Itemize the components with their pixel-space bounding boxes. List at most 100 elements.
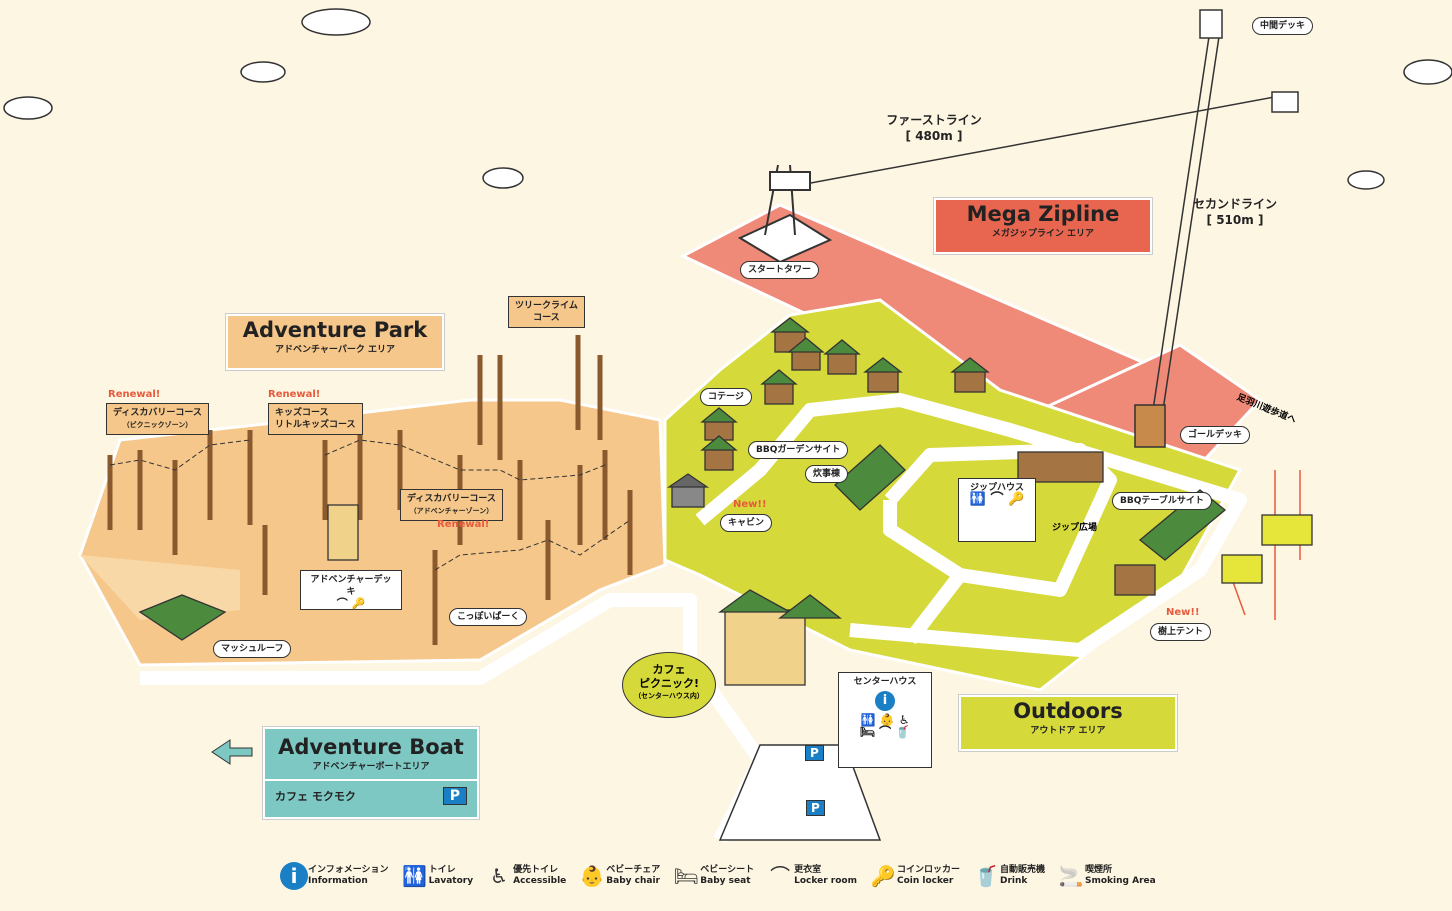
goal-deck: [1134, 404, 1166, 448]
baby-chair-icon: 👶: [579, 864, 605, 888]
cottages: [666, 317, 990, 508]
parking-icon: P: [442, 787, 467, 805]
outdoors-title-en: Outdoors: [1013, 699, 1123, 723]
legend-jp: 優先トイレ: [513, 865, 559, 875]
new-cabin: New!!: [733, 499, 767, 510]
zipline-title-jp: メガジップライン エリア: [991, 229, 1095, 239]
renewal-kids: Renewal!: [268, 389, 321, 400]
boat-cafe-row: カフェ モクモク P: [265, 779, 477, 811]
first-line-name: ファーストライン: [886, 113, 982, 127]
label-goal-deck: ゴールデッキ: [1180, 426, 1251, 444]
label-discovery-2a: ディスカバリーコース: [407, 494, 496, 504]
legend-en: Baby seat: [700, 876, 751, 886]
legend-jp: ベビーチェア: [606, 865, 661, 875]
boat-title-en: Adventure Boat: [278, 735, 464, 759]
legend-jp: ベビーシート: [700, 865, 755, 875]
legend-en: Lavatory: [428, 876, 474, 886]
boat-area-title: Adventure Boat アドベンチャーボートエリア カフェ モクモク P: [262, 726, 480, 820]
label-tree-climb-1: ツリークライム: [515, 301, 578, 311]
clouds: [3, 8, 1452, 190]
tree-tent-1: [1261, 514, 1313, 546]
boat-title-jp: アドベンチャーボートエリア: [312, 762, 430, 772]
label-koppoi: こっぽいぱーく: [449, 608, 528, 626]
park-title-jp: アドベンチャーパーク エリア: [275, 345, 395, 355]
renewal-discovery-2: Renewal!: [437, 519, 490, 530]
info-icon: i: [280, 862, 308, 890]
label-kids-1: キッズコース: [275, 408, 329, 418]
drink-icon: 🥤: [973, 864, 999, 888]
start-tower: [737, 164, 833, 264]
tree-tent-2: [1221, 554, 1263, 584]
zip-cables: [799, 29, 1286, 431]
legend-jp: インフォメーション: [308, 865, 389, 875]
toilet-building: [1114, 564, 1156, 596]
label-discovery-1a: ディスカバリーコース: [113, 408, 202, 418]
legend-en: Accessible: [513, 876, 567, 886]
label-center-house: センターハウス: [853, 677, 917, 687]
first-line-length: [ 480m ]: [905, 129, 963, 143]
cafe-picnic-2: ピクニック!: [638, 677, 700, 690]
center-house-icons: 🚻 👶 ♿: [860, 713, 910, 727]
outdoors-zone: [663, 298, 1243, 692]
coin-locker-icon: 🔑: [870, 864, 896, 888]
label-start-tower: スタートタワー: [740, 261, 820, 279]
adv-deck-box: アドベンチャーデッキ ⌒ 🔑: [300, 570, 402, 610]
first-line-label: ファーストライン [ 480m ]: [874, 112, 994, 144]
label-cottage: コテージ: [700, 388, 752, 406]
legend-jp: コインロッカー: [896, 865, 960, 875]
label-tree-climb-2: コース: [533, 313, 560, 323]
lavatory-icon: 🚻: [402, 864, 428, 888]
discovery-1-box: ディスカバリーコース （ピクニックゾーン）: [106, 403, 209, 435]
smoking-icon: 🚬: [1058, 864, 1084, 888]
new-tree-tent: New!!: [1166, 607, 1200, 618]
legend-jp: トイレ: [428, 865, 456, 875]
boat-arrow-icon: [211, 739, 253, 765]
zip-house-building: [1017, 451, 1104, 483]
tree-climb-box: ツリークライム コース: [508, 296, 585, 328]
accessible-icon: ♿: [490, 864, 509, 888]
legend-en: Information: [308, 876, 368, 886]
info-icon: i: [875, 691, 895, 711]
center-house: [718, 589, 842, 686]
label-zip-house: ジップハウス: [969, 483, 1024, 493]
zip-house-icons: 🚻 ⌒ 🔑: [969, 492, 1025, 507]
label-kids-2: リトルキッズコース: [275, 420, 356, 430]
adv-deck-icons: ⌒ 🔑: [336, 597, 366, 610]
label-zip-square: ジップ広場: [1052, 523, 1098, 533]
cafe-picnic-1: カフェ: [652, 663, 686, 676]
label-bbq-garden: BBQガーデンサイト: [748, 441, 849, 459]
kids-box: キッズコース リトルキッズコース: [268, 403, 363, 435]
legend-en: Smoking Area: [1085, 876, 1156, 886]
label-discovery-1b: （ピクニックゾーン）: [122, 421, 193, 429]
discovery-2-box: ディスカバリーコース （アドベンチャーゾーン）: [400, 489, 503, 521]
label-discovery-2b: （アドベンチャーゾーン）: [409, 507, 494, 515]
kitchen-roof: [834, 444, 906, 511]
label-adv-deck: アドベンチャーデッキ: [310, 575, 392, 597]
parking-icon-1: P: [805, 745, 824, 761]
legend-en: Coin locker: [896, 876, 954, 886]
adventure-deck-house: [327, 504, 359, 561]
second-line-label: セカンドライン [ 510m ]: [1180, 196, 1290, 228]
label-kitchen: 炊事棟: [805, 465, 849, 483]
mash-roof: [138, 594, 227, 641]
center-house-box: センターハウス i 🚻 👶 ♿ 🛏 ⌒ 🥤: [838, 672, 932, 768]
boat-cafe-label: カフェ モクモク: [275, 790, 356, 803]
rope-courses: [109, 439, 631, 571]
label-tree-tent: 樹上テント: [1150, 623, 1212, 641]
second-line-name: セカンドライン: [1192, 197, 1277, 211]
zipline-title-en: Mega Zipline: [966, 202, 1120, 226]
cafe-picnic-bubble: カフェ ピクニック! （センターハウス内）: [622, 652, 716, 718]
zip-house-box: ジップハウス 🚻 ⌒ 🔑: [958, 478, 1036, 542]
locker-room-icon: ⌒: [770, 864, 791, 888]
label-mash-roof: マッシュルーフ: [213, 640, 292, 658]
label-mid-deck: 中間デッキ: [1252, 17, 1314, 35]
baby-seat-icon: 🛏: [673, 864, 699, 888]
parking-icon-2: P: [806, 800, 825, 816]
